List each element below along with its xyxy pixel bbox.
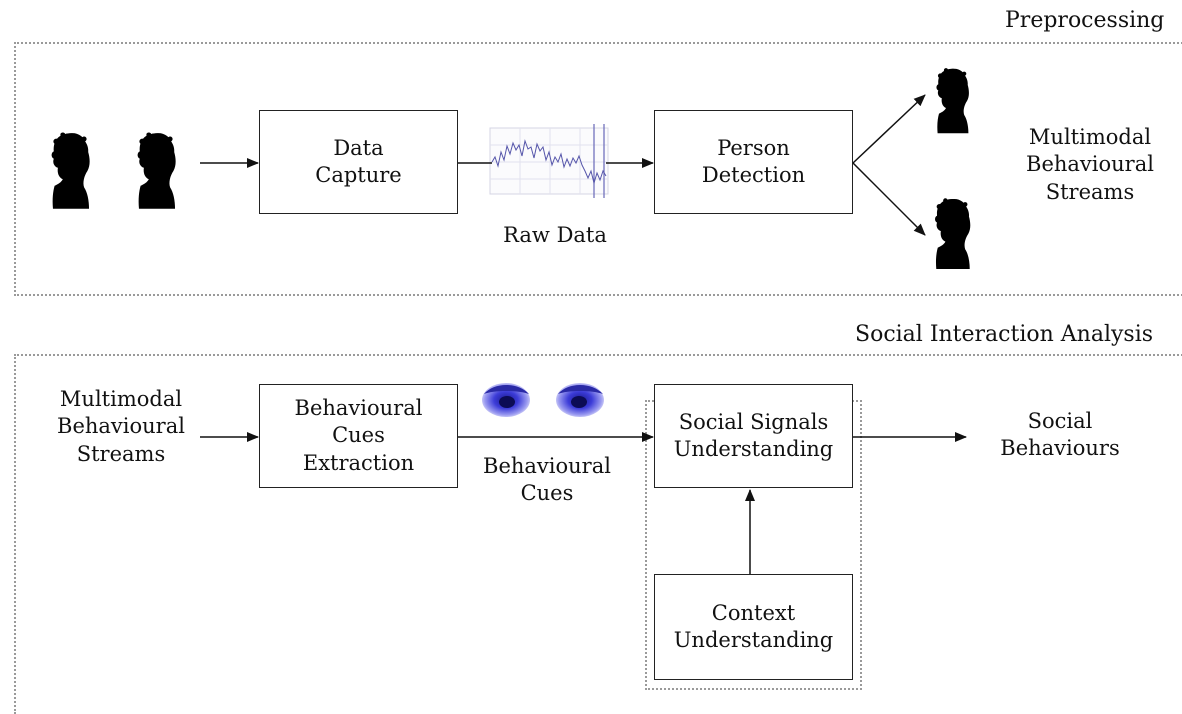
cues-extraction-line2: Cues: [332, 423, 385, 448]
signals-understanding-line2: Understanding: [673, 437, 834, 461]
signals-understanding-box: Social Signals Understanding: [654, 384, 853, 488]
preprocessing-title: Preprocessing: [1005, 8, 1165, 33]
preprocessing-output-line3: Streams: [1045, 179, 1135, 204]
raw-data-label: Raw Data: [503, 223, 607, 247]
analysis-input-line3: Streams: [76, 441, 166, 466]
arrow-to-upper-stream: [852, 94, 926, 164]
cues-extraction-line3: Extraction: [302, 450, 415, 475]
eyes-icon: [482, 383, 604, 417]
analysis-input-label: Multimodal Behavioural Streams: [36, 386, 206, 468]
social-behaviours-label: Social Behaviours: [985, 408, 1135, 463]
cues-extraction-line1: Behavioural: [294, 396, 423, 421]
preprocessing-output-line2: Behavioural: [1026, 152, 1154, 177]
person-detection-line2: Detection: [701, 163, 806, 187]
context-understanding-box: Context Understanding: [654, 574, 853, 680]
person-silhouette-icon: [936, 68, 969, 134]
analysis-input-line1: Multimodal: [59, 387, 183, 411]
signals-understanding-line1: Social Signals: [678, 409, 829, 434]
person-silhouette-icon: [51, 132, 90, 209]
preprocessing-output-line1: Multimodal: [1028, 125, 1152, 149]
person-silhouette-icon: [137, 132, 176, 209]
context-understanding-line1: Context: [711, 600, 796, 625]
arrow-to-lower-stream: [852, 162, 926, 236]
raw-data-signal-icon: [489, 124, 609, 198]
analysis-title: Social Interaction Analysis: [855, 322, 1154, 347]
social-behaviours-line1: Social: [1027, 409, 1093, 433]
analysis-input-line2: Behavioural: [57, 414, 185, 439]
data-capture-line1: Data: [333, 135, 384, 160]
person-detection-line1: Person: [717, 135, 790, 160]
person-silhouette-icon: [935, 198, 971, 269]
preprocessing-output-label: Multimodal Behavioural Streams: [1005, 124, 1175, 206]
social-behaviours-line2: Behaviours: [1000, 436, 1120, 461]
behavioural-cues-label: Behavioural Cues: [462, 453, 632, 508]
behavioural-cues-line2: Cues: [520, 481, 574, 506]
context-understanding-line2: Understanding: [673, 628, 834, 652]
person-detection-box: Person Detection: [654, 110, 853, 214]
data-capture-line2: Capture: [315, 163, 402, 187]
data-capture-box: Data Capture: [259, 110, 458, 214]
behavioural-cues-line1: Behavioural: [483, 454, 611, 478]
cues-extraction-box: Behavioural Cues Extraction: [259, 384, 458, 488]
analysis-frame: [14, 354, 1182, 714]
preprocessing-frame: [14, 42, 1182, 296]
